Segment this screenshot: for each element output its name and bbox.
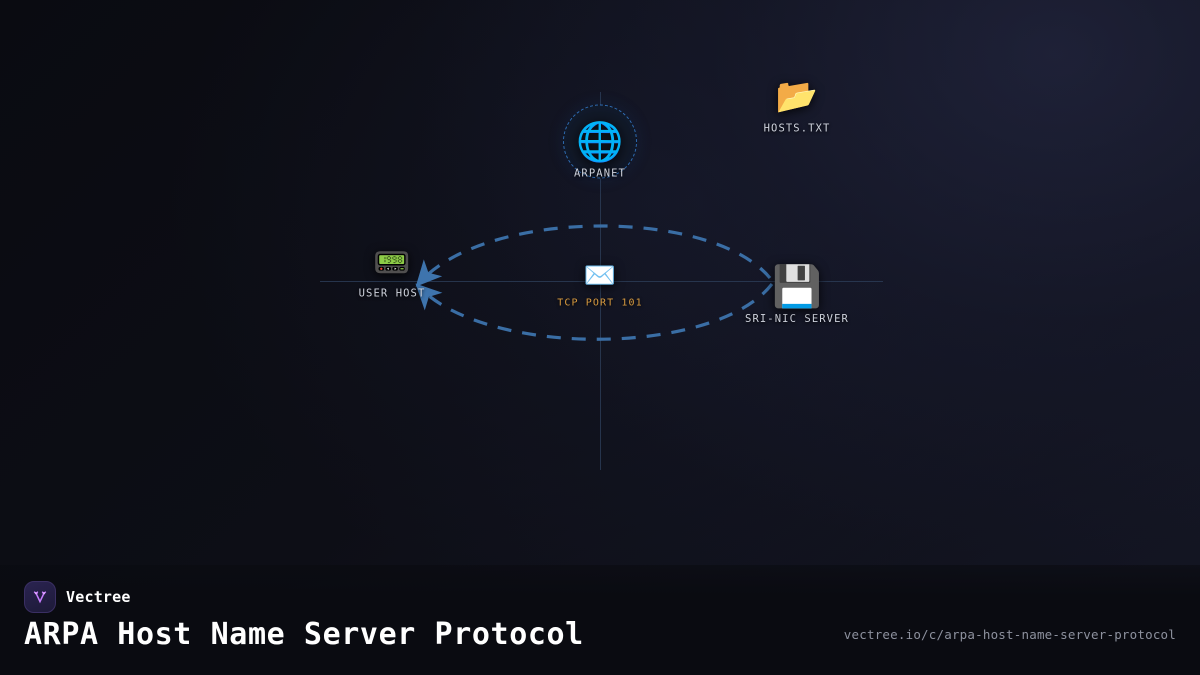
- node-label-hosts-txt: HOSTS.TXT: [763, 122, 831, 135]
- node-hosts-txt[interactable]: 📂 HOSTS.TXT: [764, 80, 831, 135]
- arpanet-hub-circle[interactable]: 🌐: [563, 104, 637, 179]
- edge-curve-upper: [415, 224, 772, 287]
- pager-icon: 📟: [373, 245, 411, 281]
- node-sri-nic-server[interactable]: 💾 SRI-NIC SERVER: [745, 267, 849, 325]
- node-user-host[interactable]: 📟 USER HOST: [358, 245, 426, 300]
- node-label-user-host: USER HOST: [358, 287, 426, 300]
- open-file-folder-icon: 📂: [775, 76, 819, 117]
- node-arpanet[interactable]: 🌐 ARPANET: [563, 104, 637, 180]
- edge-label-tcp-port-101: TCP PORT 101: [557, 297, 643, 309]
- footer-bar: Vectree ARPA Host Name Server Protocol v…: [0, 565, 1200, 675]
- page-url: vectree.io/c/arpa-host-name-server-proto…: [843, 627, 1176, 642]
- brand[interactable]: Vectree: [24, 581, 131, 613]
- node-label-arpanet: ARPANET: [574, 167, 626, 180]
- floppy-disk-icon: 💾: [772, 264, 822, 310]
- brand-name: Vectree: [66, 588, 131, 606]
- globe-with-meridians-icon: 🌐: [576, 119, 624, 164]
- node-label-sri-nic-server: SRI-NIC SERVER: [745, 313, 849, 325]
- envelope-icon: ✉️: [583, 261, 617, 291]
- vectree-v-logo-icon: [24, 581, 56, 613]
- page-title: ARPA Host Name Server Protocol: [24, 617, 584, 652]
- edge-node-tcp-port-101[interactable]: ✉️: [584, 263, 616, 289]
- edge-curve-lower: [415, 283, 774, 341]
